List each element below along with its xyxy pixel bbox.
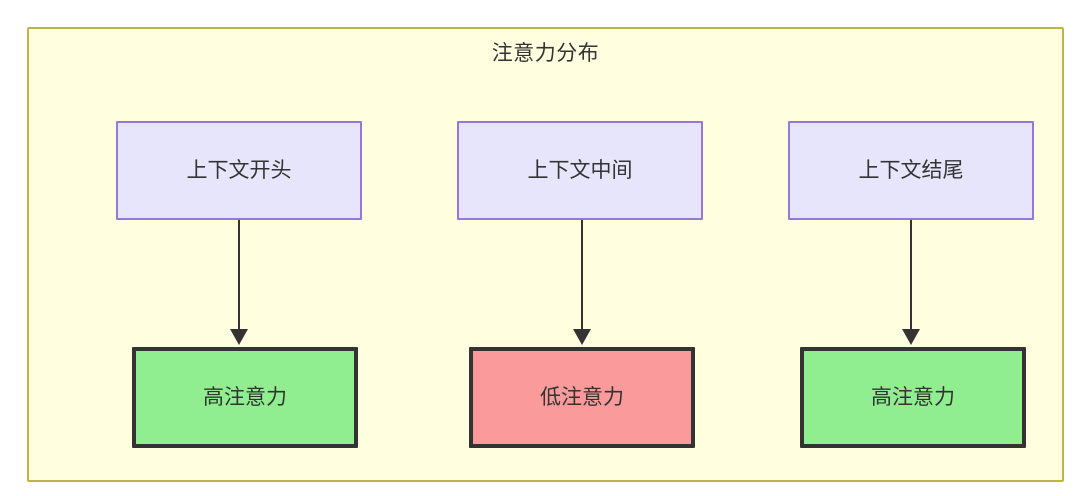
node-attention-low-middle[interactable]: 低注意力 (469, 347, 695, 448)
down-arrow-icon-middle (573, 329, 591, 345)
node-context-middle[interactable]: 上下文中间 (457, 121, 703, 220)
edge-line-context-middle-to-attention (581, 220, 583, 331)
edge-line-context-start-to-attention (238, 220, 240, 331)
down-arrow-icon-start (230, 329, 248, 345)
node-context-end[interactable]: 上下文结尾 (788, 121, 1034, 220)
subgraph-title: 注意力分布 (491, 42, 600, 65)
edge-line-context-end-to-attention (910, 220, 912, 331)
node-context-start[interactable]: 上下文开头 (116, 121, 362, 220)
down-arrow-icon-end (902, 329, 920, 345)
node-attention-high-start[interactable]: 高注意力 (132, 347, 358, 448)
attention-distribution-subgraph: 注意力分布 上下文开头 上下文中间 上下文结尾 高注意力 低注意力 高注意力 (27, 27, 1064, 482)
node-attention-high-end[interactable]: 高注意力 (800, 347, 1026, 448)
